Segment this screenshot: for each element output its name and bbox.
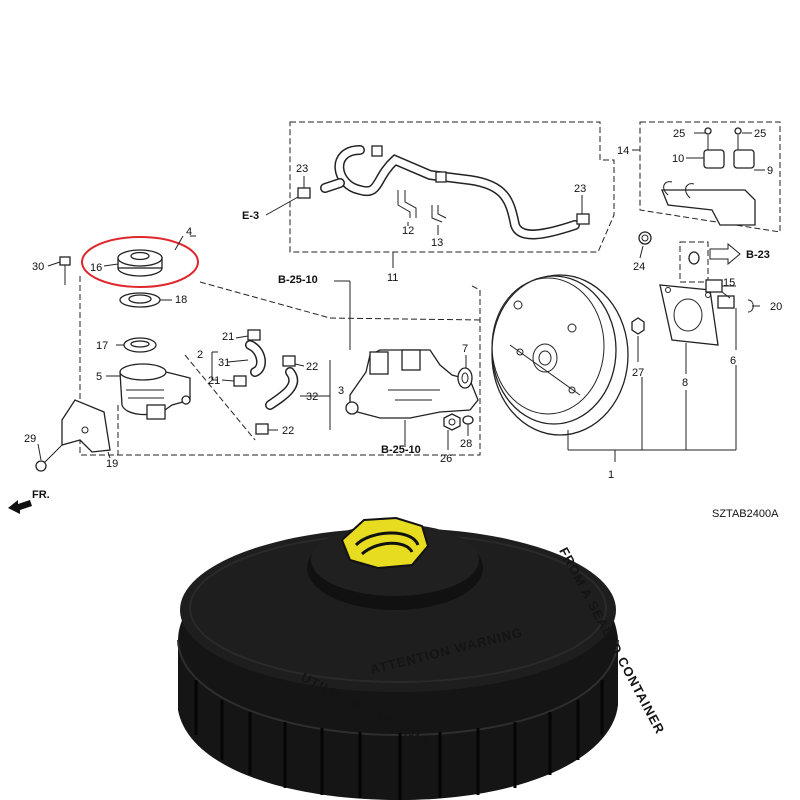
callout-21a: 21 xyxy=(222,331,234,343)
callout-30: 30 xyxy=(32,261,44,273)
callout-31: 31 xyxy=(218,357,230,369)
callout-16: 16 xyxy=(90,262,102,274)
callout-25a: 25 xyxy=(673,128,685,140)
callout-6: 6 xyxy=(730,355,736,367)
front-marker-label: FR. xyxy=(32,489,50,501)
callout-26: 26 xyxy=(440,453,452,465)
clip-9 xyxy=(733,149,755,169)
ref-e3[interactable]: E-3 xyxy=(242,210,259,222)
clip-10 xyxy=(703,149,725,169)
callout-12: 12 xyxy=(402,225,414,237)
callout-23b: 23 xyxy=(574,183,586,195)
brake-booster-1 xyxy=(491,274,629,436)
callout-11: 11 xyxy=(387,272,398,284)
callout-27: 27 xyxy=(632,367,644,379)
master-cylinder xyxy=(345,349,479,419)
callout-13: 13 xyxy=(431,237,443,249)
callout-22a: 22 xyxy=(306,361,318,373)
hose-assembly-box xyxy=(289,121,615,253)
bracket-19 xyxy=(61,399,111,453)
callout-18: 18 xyxy=(175,294,187,306)
booster-gasket-8 xyxy=(659,284,719,346)
callout-20: 20 xyxy=(770,301,782,313)
callout-19: 19 xyxy=(106,458,118,470)
callout-24: 24 xyxy=(633,261,645,273)
fluid-reservoir-5 xyxy=(119,363,191,420)
ref-b2510-bottom[interactable]: B-25-10 xyxy=(381,444,421,456)
main-outline xyxy=(79,276,481,456)
callout-8: 8 xyxy=(682,377,688,389)
callout-7: 7 xyxy=(462,343,468,355)
callout-32: 32 xyxy=(306,391,318,403)
bracket-assembly-box xyxy=(639,121,781,233)
ref-b2510-top[interactable]: B-25-10 xyxy=(278,274,318,286)
callout-5: 5 xyxy=(96,371,102,383)
front-arrow-icon xyxy=(8,500,32,514)
callout-14: 14 xyxy=(617,145,629,157)
callout-21b: 21 xyxy=(208,375,220,387)
ref-b23[interactable]: B-23 xyxy=(746,249,770,261)
callout-2: 2 xyxy=(197,349,203,361)
hose-clamp xyxy=(297,187,311,199)
callout-4: 4 xyxy=(186,226,192,238)
callout-17: 17 xyxy=(96,340,108,352)
callout-25b: 25 xyxy=(754,128,766,140)
reservoir-cap-16 xyxy=(117,249,163,277)
callout-1: 1 xyxy=(608,469,614,481)
reservoir-cap-photo: ATTENTION WARNING UTILISER USE ONLY FROM… xyxy=(177,516,668,800)
callout-29: 29 xyxy=(24,433,36,445)
callout-9: 9 xyxy=(767,165,773,177)
callout-3: 3 xyxy=(338,385,344,397)
diagram-part-code: SZTAB2400A xyxy=(712,508,779,520)
callout-23a: 23 xyxy=(296,163,308,175)
callout-22b: 22 xyxy=(282,425,294,437)
reservoir-cap-highlight-ring xyxy=(81,236,199,288)
callout-10: 10 xyxy=(672,153,684,165)
callout-28: 28 xyxy=(460,438,472,450)
hose-clamp xyxy=(576,213,590,225)
callout-15: 15 xyxy=(723,277,735,289)
